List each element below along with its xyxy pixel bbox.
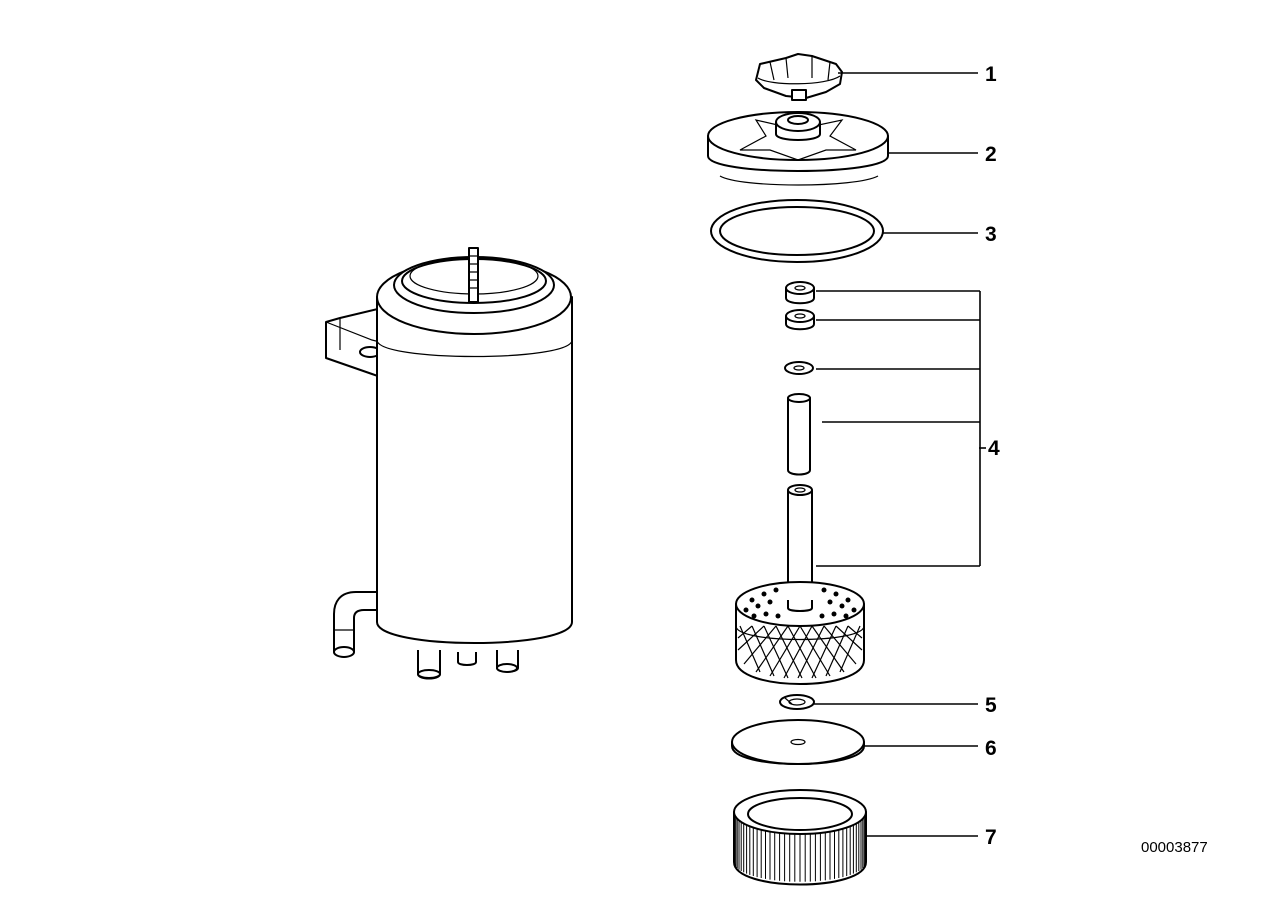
callout-3: 3 [985,223,997,246]
callout-labels: 1 2 3 4 5 6 7 [985,63,1000,849]
reservoir-stud [468,247,479,303]
reservoir-assembly [325,247,573,680]
outlet-fitting-center [457,652,477,666]
part-7-pleated-filter [733,789,867,886]
filter-pleats [733,812,867,882]
part-3-seal-ring [710,199,884,263]
part-6-disc [731,719,865,765]
callout-5: 5 [985,694,997,717]
part-2-lid [707,111,889,186]
part-4-filter-assembly [735,281,865,685]
callout-4: 4 [988,437,1000,460]
leader-lines [814,72,981,837]
document-number: 00003877 [1141,839,1208,856]
callout-6: 6 [985,737,997,760]
return-hose-nipple [333,591,378,653]
reservoir-cylinder [376,296,573,644]
filter-mesh [735,625,865,679]
part-5-circlip [779,694,815,710]
callout-7: 7 [985,826,997,849]
filter-perforations [743,587,857,619]
part-1-cap [755,53,843,101]
callout-1: 1 [985,63,997,86]
callout-2: 2 [985,143,997,166]
